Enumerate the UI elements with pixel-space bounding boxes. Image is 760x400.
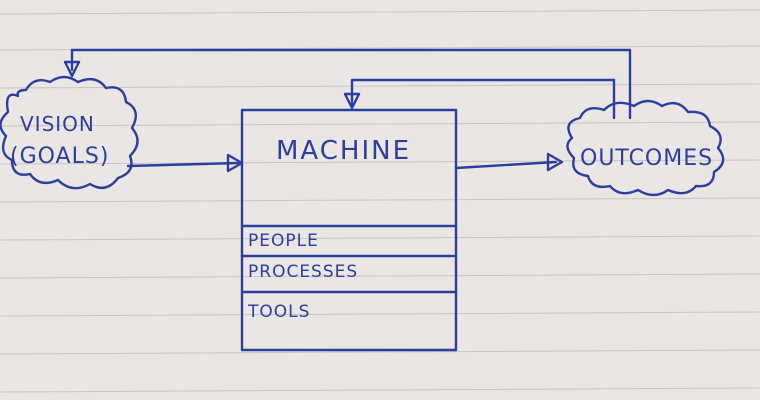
arrowhead-outcomes [546,152,564,172]
arrowhead-machine-top [343,92,361,110]
ruled-lines [0,9,760,393]
vision-label: VISION [20,112,95,136]
machine-row-tools: TOOLS [248,302,311,322]
arrowhead-vision [63,60,81,78]
machine-row-people: PEOPLE [248,231,319,251]
feedback-outcomes-to-vision [70,48,632,120]
arrow-machine-to-outcomes [454,160,558,170]
vision-cloud [0,75,139,190]
arrow-vision-to-machine [126,161,240,168]
outcomes-cloud [566,99,725,197]
feedback-outcomes-to-machine [350,78,616,120]
goals-label: (GOALS) [10,144,110,169]
machine-title: MACHINE [276,136,412,166]
machine-row-processes: PROCESSES [248,262,359,282]
arrowhead-machine [226,153,244,173]
machine-box [240,108,458,352]
outcomes-label: OUTCOMES [580,146,714,171]
